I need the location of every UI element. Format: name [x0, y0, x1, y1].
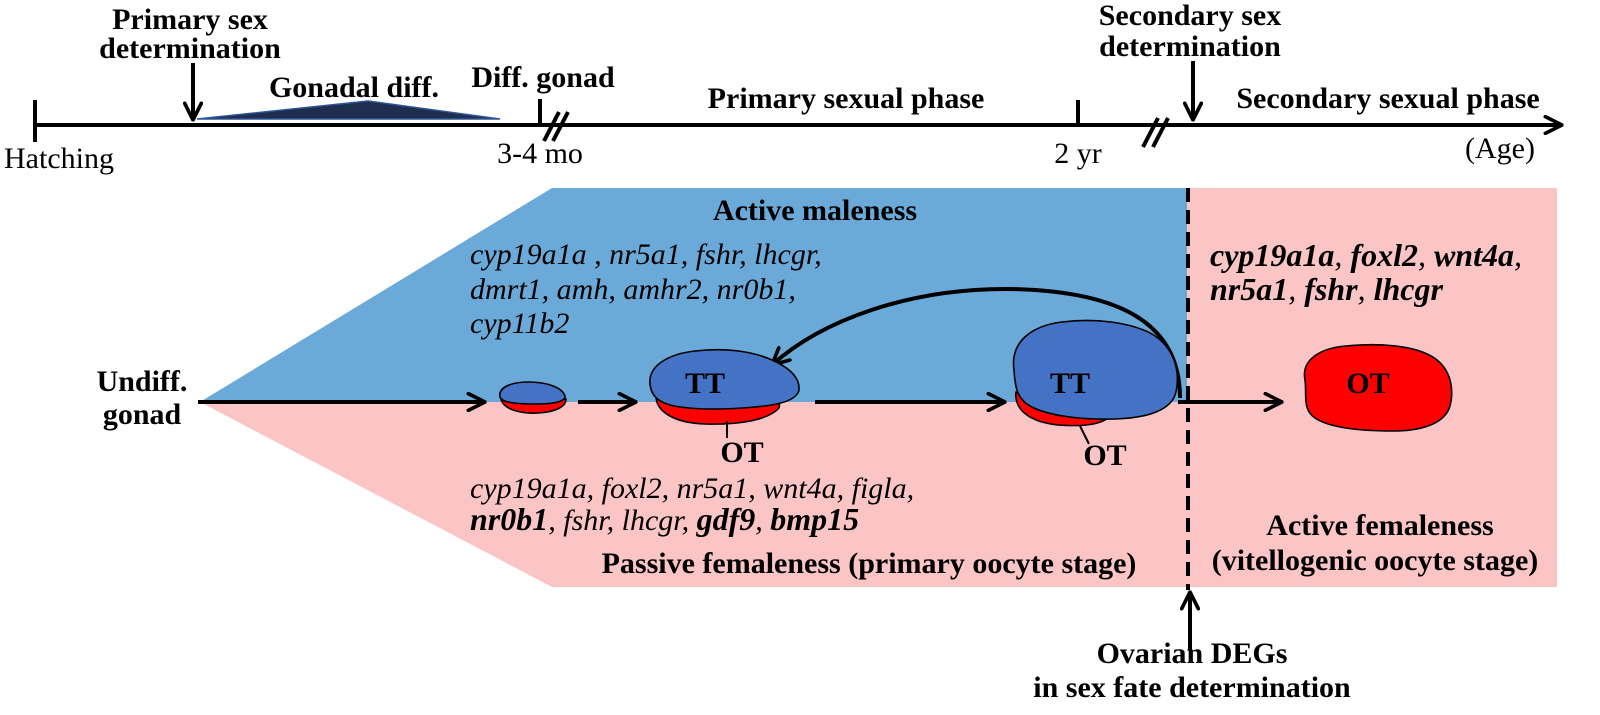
age-timeline: Primary sex determination Gonadal diff. … [4, 0, 1562, 175]
gene-foxl2: foxl2 [1350, 237, 1418, 273]
passive-femaleness-title: Passive femaleness (primary oocyte stage… [602, 547, 1137, 580]
male-gene-list-line2: dmrt1, amh, amhr2, nr0b1, [470, 273, 796, 306]
early-gonad-testicular-part [499, 381, 566, 405]
gonad-development-arrows [198, 286, 1282, 402]
maleness-feedback-curved-arrow [772, 286, 1182, 399]
axis-break-slash [1141, 117, 1160, 148]
passive-female-gene-list-line2: nr0b1, fshr, lhcgr, gdf9, bmp15 [470, 501, 859, 537]
diff-gonad-label: Diff. gonad [471, 61, 615, 94]
ovarian-degs-label-line2: in sex fate determination [1033, 671, 1351, 704]
axis-break-slash [542, 111, 561, 142]
active-femaleness-title-line2: (vitellogenic oocyte stage) [1212, 544, 1539, 577]
ovary-label: OT [1346, 367, 1389, 400]
ovarian-degs-label-line1: Ovarian DEGs [1097, 637, 1288, 670]
axis-break-1 [542, 111, 570, 142]
age-axis-label: (Age) [1465, 132, 1535, 165]
gene-nr5a1: nr5a1 [1210, 271, 1288, 307]
early-gonad [499, 381, 567, 414]
active-female-gene-list-line1: cyp19a1a, foxl2, wnt4a, [1210, 237, 1522, 273]
gene-separator: , [1514, 237, 1522, 273]
testis-label: TT [1050, 367, 1090, 400]
active-femaleness-title-line1: Active femaleness [1266, 509, 1493, 542]
gene-separator: , [1358, 271, 1374, 307]
gonadal-diff-label: Gonadal diff. [269, 71, 439, 104]
undiff-gonad-label-line2: gonad [103, 398, 182, 431]
axis-break-2 [1141, 117, 1170, 148]
gene-gdf9: gdf9 [696, 501, 756, 537]
gene-separator: , [1288, 271, 1304, 307]
primary-sex-determination-label-line1: Primary sex [112, 3, 268, 36]
gonadal-differentiation-wedge [196, 100, 501, 120]
gonad-testis-stage-2: TT OT [1012, 319, 1179, 472]
passive-femaleness-region [200, 402, 1187, 587]
gene-fshr: fshr [1304, 271, 1358, 307]
gene-separator: , [1334, 237, 1350, 273]
axis-break-slash [551, 111, 570, 142]
gene-fshr-lhcgr: , fshr, lhcgr, [548, 504, 696, 537]
undiff-gonad-label-line1: Undiff. [97, 365, 188, 398]
male-gene-list-line1: cyp19a1a , nr5a1, fshr, lhcgr, [470, 238, 822, 271]
primary-sexual-phase-label: Primary sexual phase [708, 82, 985, 115]
ovarian-tissue [1303, 343, 1453, 432]
gonad-testis-stage-1: TT OT [649, 348, 800, 469]
secondary-sex-determination-label-line2: determination [1099, 30, 1281, 63]
gene-wnt4a: wnt4a [1434, 237, 1514, 273]
gene-separator: , [1418, 237, 1434, 273]
testis-label: TT [685, 367, 725, 400]
testicular-tissue-part [649, 348, 800, 410]
three-four-month-label: 3-4 mo [497, 137, 583, 170]
gene-bmp15: bmp15 [770, 501, 859, 537]
gene-lhcgr: lhcgr [1374, 271, 1444, 307]
two-year-label: 2 yr [1054, 137, 1102, 170]
ovary-label: OT [1083, 439, 1126, 472]
secondary-sexual-phase-label: Secondary sexual phase [1236, 82, 1539, 115]
gene-cyp19a1a: cyp19a1a [1210, 237, 1334, 273]
ovary-label: OT [720, 436, 763, 469]
primary-sex-determination-label-line2: determination [99, 32, 281, 65]
secondary-sex-determination-label-line1: Secondary sex [1099, 0, 1282, 32]
active-maleness-title: Active maleness [713, 194, 917, 227]
passive-female-gene-list-line1: cyp19a1a, foxl2, nr5a1, wnt4a, figla, [470, 472, 914, 505]
gene-separator: , [755, 504, 770, 537]
testicular-tissue-part [1012, 319, 1179, 420]
gonad-ovary-stage: OT [1303, 343, 1453, 432]
active-maleness-region [200, 188, 1187, 402]
active-female-gene-list-line2: nr5a1, fshr, lhcgr [1210, 271, 1444, 307]
axis-break-slash [1151, 117, 1170, 148]
hatching-label: Hatching [4, 142, 114, 175]
male-gene-list-line3: cyp11b2 [470, 307, 569, 340]
ovary-pointer-line [1079, 425, 1090, 445]
gene-nr0b1: nr0b1 [470, 501, 548, 537]
